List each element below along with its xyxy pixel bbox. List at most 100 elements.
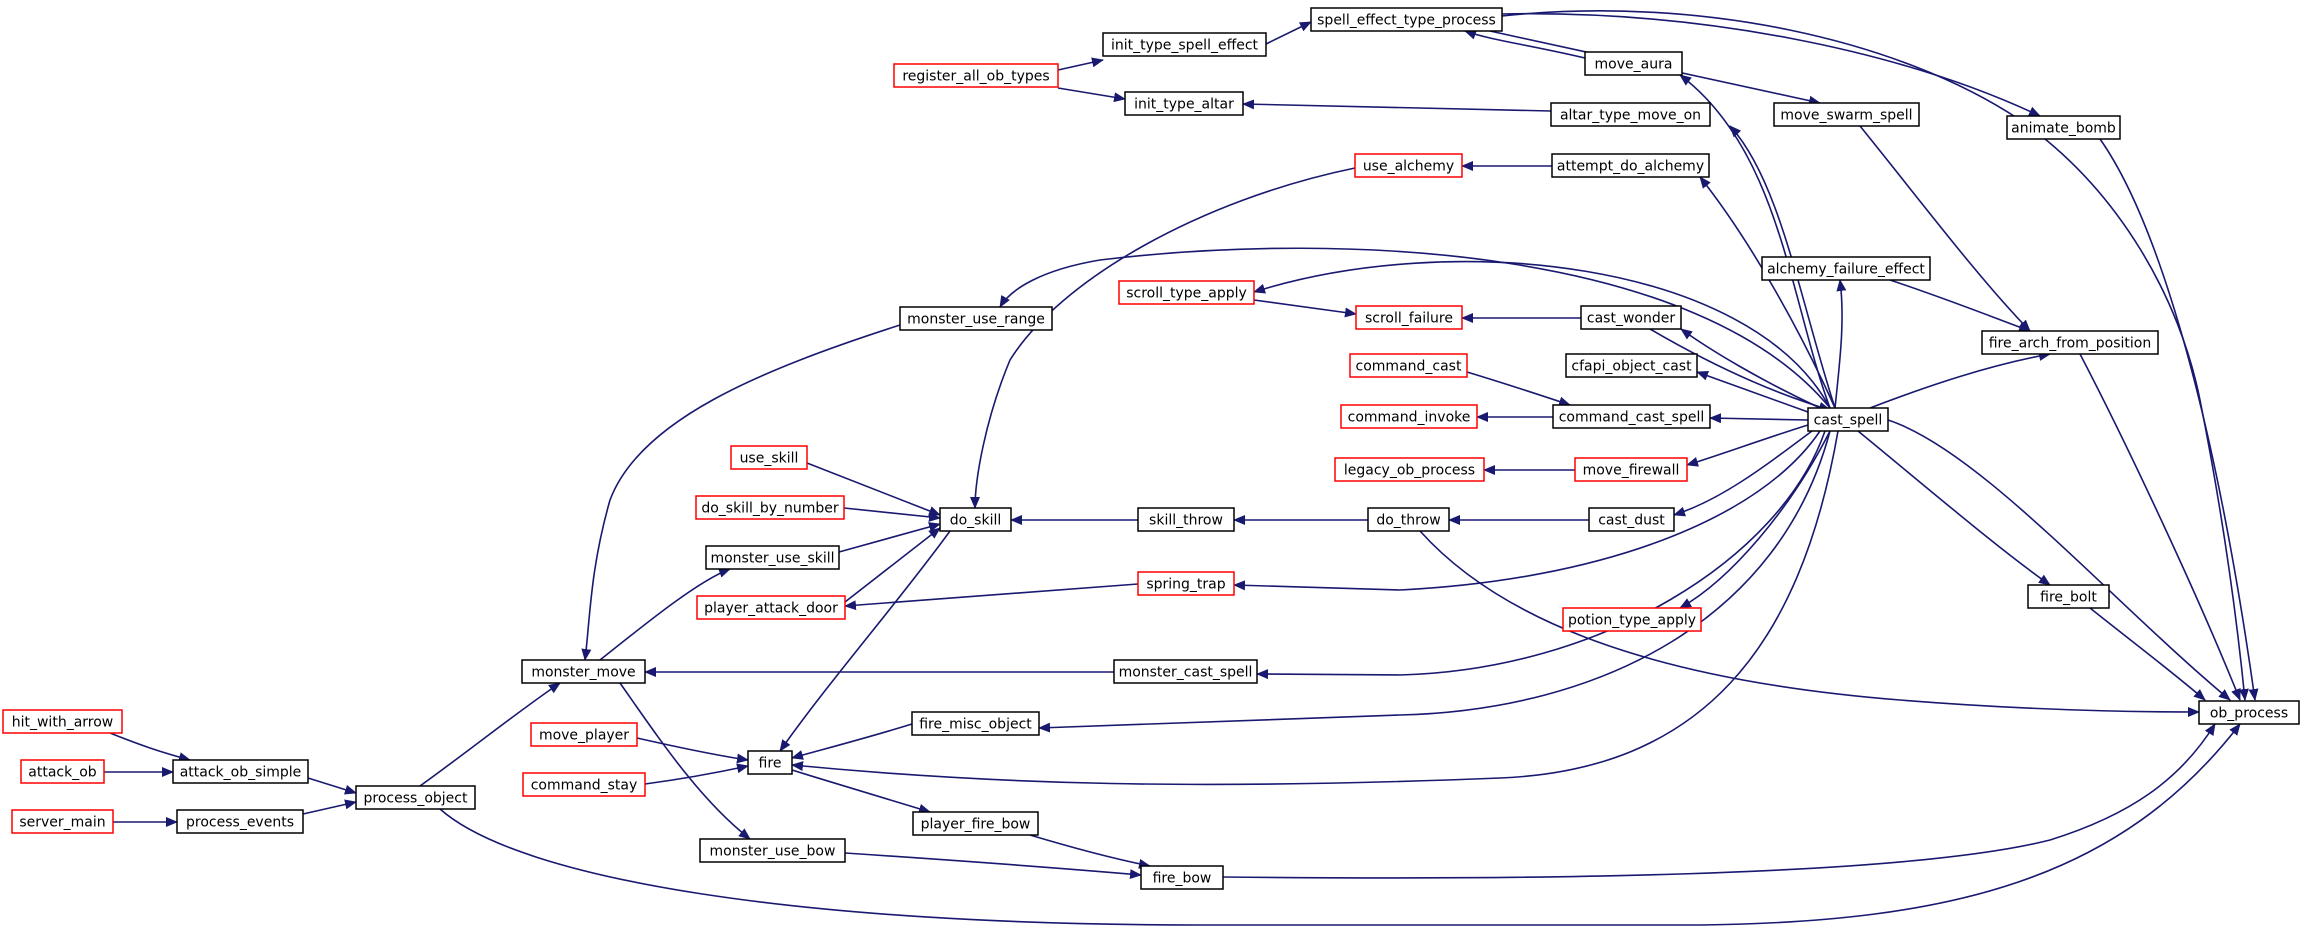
node-label: potion_type_apply [1568,613,1696,629]
node-box [1565,353,1698,378]
node-cast-spell[interactable]: cast_spell [1807,407,1889,432]
node-box [2198,700,2300,725]
node-label: monster_move [531,665,635,681]
edge-use-alchemy-to-do-skill [970,167,1356,509]
edge-monster-move-to-monster-use-skill [599,568,731,661]
node-label: cast_wonder [1587,311,1675,327]
node-move-firewall[interactable]: move_firewall [1574,457,1688,482]
edge-scroll-type-apply-to-scroll-failure [1253,299,1357,318]
node-use-skill[interactable]: use_skill [730,445,808,470]
node-cast-wonder[interactable]: cast_wonder [1580,305,1682,330]
node-label: legacy_ob_process [1344,463,1475,479]
node-use-alchemy[interactable]: use_alchemy [1354,153,1463,178]
node-box [1550,102,1711,127]
edge-monster-use-skill-to-do-skill [838,522,941,553]
node-process-object[interactable]: process_object [355,785,476,810]
node-label: monster_cast_spell [1119,665,1253,681]
node-ob-process[interactable]: ob_process [2198,700,2300,725]
node-label: command_invoke [1348,410,1471,426]
edge-move-aura-to-spell-effect-type-process [1464,30,1586,59]
node-do-throw[interactable]: do_throw [1367,507,1450,532]
node-label: attack_ob [28,765,97,781]
node-box [1981,330,2159,355]
node-potion-type-apply[interactable]: potion_type_apply [1562,607,1702,632]
node-box [699,838,846,863]
node-process-events[interactable]: process_events [176,809,304,834]
node-cast-dust[interactable]: cast_dust [1588,507,1675,532]
node-init-type-spell-effect[interactable]: init_type_spell_effect [1102,32,1267,57]
node-cfapi-object-cast[interactable]: cfapi_object_cast [1565,353,1698,378]
node-box [1334,457,1485,482]
node-command-cast[interactable]: command_cast [1349,353,1468,378]
node-attack-ob-simple[interactable]: attack_ob_simple [172,759,309,784]
edge-attack-ob-simple-to-process-object [307,777,357,795]
edge-cast-wonder-to-cast-spell [1649,328,1831,412]
edge-command-cast-to-command-cast-spell [1466,371,1571,407]
node-player-attack-door[interactable]: player_attack_door [696,595,846,620]
node-command-invoke[interactable]: command_invoke [1340,404,1478,429]
node-spell-effect-type-process[interactable]: spell_effect_type_process [1310,7,1503,32]
node-legacy-ob-process[interactable]: legacy_ob_process [1334,457,1485,482]
node-monster-use-skill[interactable]: monster_use_skill [705,545,840,570]
node-monster-cast-spell[interactable]: monster_cast_spell [1113,659,1258,684]
node-box [747,750,793,775]
node-player-fire-bow[interactable]: player_fire_bow [912,811,1039,836]
node-do-skill-by-number[interactable]: do_skill_by_number [695,495,845,520]
node-box [1124,91,1244,116]
node-box [1562,607,1702,632]
node-fire-bolt[interactable]: fire_bolt [2027,584,2110,609]
node-label: fire_misc_object [919,717,1032,733]
node-spring-trap[interactable]: spring_trap [1137,571,1235,596]
node-label: player_attack_door [704,601,838,617]
edge-use-skill-to-do-skill [806,462,941,516]
node-server-main[interactable]: server_main [11,809,114,834]
node-altar-type-move-on[interactable]: altar_type_move_on [1550,102,1711,127]
node-monster-use-range[interactable]: monster_use_range [899,306,1053,331]
node-move-swarm-spell[interactable]: move_swarm_spell [1773,102,1920,127]
node-command-stay[interactable]: command_stay [522,772,646,797]
node-label: skill_throw [1149,513,1223,529]
node-box [530,722,638,747]
node-command-cast-spell[interactable]: command_cast_spell [1552,404,1711,429]
node-label: scroll_type_apply [1126,286,1247,302]
node-animate-bomb[interactable]: animate_bomb [2006,115,2121,140]
node-do-skill[interactable]: do_skill [939,507,1012,532]
node-label: use_alchemy [1363,159,1454,175]
node-box [1310,7,1503,32]
node-alchemy-failure-effect[interactable]: alchemy_failure_effect [1761,256,1931,281]
node-move-player[interactable]: move_player [530,722,638,747]
node-hit-with-arrow[interactable]: hit_with_arrow [2,709,123,734]
node-box [1551,153,1710,178]
node-label: hit_with_arrow [12,715,114,731]
node-attempt-do-alchemy[interactable]: attempt_do_alchemy [1551,153,1710,178]
node-box [1355,305,1463,330]
node-scroll-failure[interactable]: scroll_failure [1355,305,1463,330]
node-fire-misc-object[interactable]: fire_misc_object [911,711,1040,736]
edge-cast-spell-to-monster-use-range [999,247,1831,409]
node-skill-throw[interactable]: skill_throw [1137,507,1235,532]
node-monster-use-bow[interactable]: monster_use_bow [699,838,846,863]
edge-fire-bow-to-ob-process [1222,723,2216,879]
node-init-type-altar[interactable]: init_type_altar [1124,91,1244,116]
node-label: ob_process [2210,706,2288,722]
node-fire-arch-from-position[interactable]: fire_arch_from_position [1981,330,2159,355]
node-scroll-type-apply[interactable]: scroll_type_apply [1118,280,1255,305]
node-label: fire [759,756,782,772]
node-fire[interactable]: fire [747,750,793,775]
node-box [1588,507,1675,532]
node-register-all-ob-types[interactable]: register_all_ob_types [893,63,1059,88]
node-attack-ob[interactable]: attack_ob [20,759,105,784]
edge-do-skill-to-fire [779,530,951,752]
node-box [1552,404,1711,429]
edge-register-all-ob-types-to-init-type-altar [1057,87,1126,103]
node-label: init_type_spell_effect [1111,38,1259,54]
node-label: cfapi_object_cast [1571,359,1692,375]
node-monster-move[interactable]: monster_move [521,659,646,684]
node-move-aura[interactable]: move_aura [1584,51,1683,76]
node-label: move_firewall [1583,463,1680,479]
edge-cast-spell-to-altar-type-move-on [1729,125,1836,409]
node-label: altar_type_move_on [1560,108,1701,124]
node-fire-bow[interactable]: fire_bow [1140,865,1224,890]
node-label: process_events [186,815,294,831]
node-label: command_cast_spell [1559,410,1705,426]
